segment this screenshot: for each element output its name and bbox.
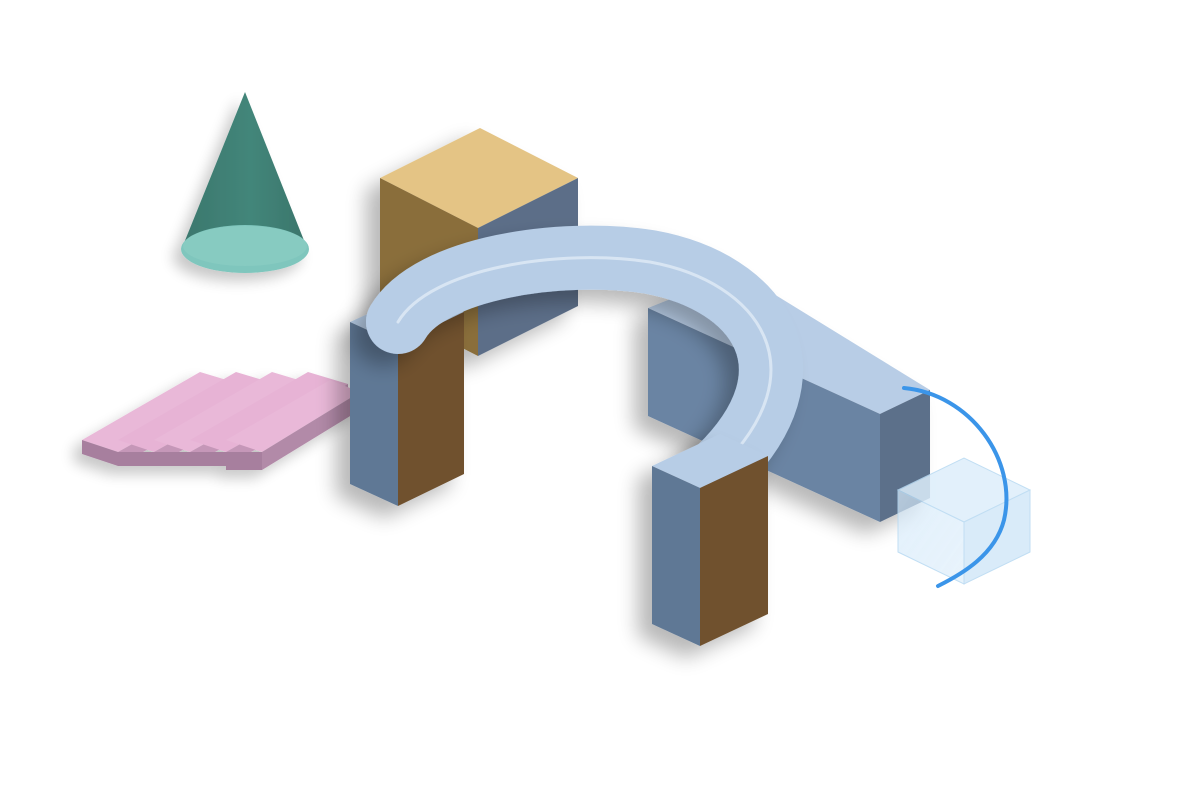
arch-tube-shape xyxy=(366,225,803,500)
pink-step-4-top xyxy=(190,372,348,452)
pink-step-5-front xyxy=(262,392,360,470)
pink-steps-shape xyxy=(82,372,360,470)
arch-tube-highlight xyxy=(396,256,773,470)
pink-step-5-top xyxy=(226,380,360,452)
pink-step-1-side xyxy=(82,440,118,466)
pink-step-3-side xyxy=(154,452,190,466)
blue-curve-line xyxy=(902,386,1009,588)
right-pillar-top-face xyxy=(652,434,768,488)
cone-side-face xyxy=(182,92,307,248)
pink-step-1-top xyxy=(82,372,240,452)
left-pillar-left-face xyxy=(350,322,398,506)
cone-shape xyxy=(181,92,309,273)
pink-step-2-side xyxy=(118,452,154,466)
pink-step-3-top xyxy=(154,372,312,452)
right-pillar-left-face xyxy=(652,466,700,646)
tan-cube-top-face xyxy=(380,128,578,228)
pink-step-2-top xyxy=(118,372,276,452)
right-pillar-right-face xyxy=(700,456,768,646)
left-pillar-right-face xyxy=(398,312,464,506)
pink-step-5-side xyxy=(226,452,262,470)
pink-step-4-side xyxy=(190,452,226,466)
cone-base-highlight xyxy=(183,226,307,266)
right-pillar-shape xyxy=(652,434,768,646)
